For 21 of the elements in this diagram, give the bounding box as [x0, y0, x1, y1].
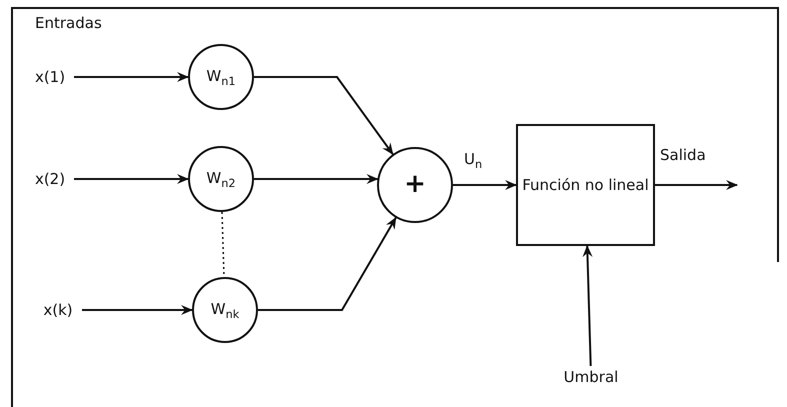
input-label: x(k) — [43, 300, 73, 321]
node-text: W$_{n1}$ — [206, 66, 236, 90]
input-label: x(1) — [34, 67, 66, 88]
arrow — [258, 216, 397, 311]
node-text: + — [404, 168, 426, 202]
function-box — [516, 124, 655, 246]
arrow — [655, 180, 738, 190]
node-text: Función no lineal — [522, 175, 649, 196]
node-text: W$_{nk}$ — [210, 298, 240, 322]
arrow — [254, 174, 378, 184]
node-text: W$_{n2}$ — [206, 168, 236, 192]
arrow — [582, 245, 593, 366]
arrow — [254, 76, 394, 155]
arrow — [453, 180, 517, 190]
arrow — [74, 174, 189, 184]
threshold-label: Umbral — [564, 367, 618, 388]
heading-label: Entradas — [35, 14, 102, 32]
input-label: x(2) — [34, 169, 66, 190]
arrow — [82, 305, 193, 315]
edge-label: U$_{n}$ — [462, 150, 484, 171]
arrow — [74, 72, 189, 82]
